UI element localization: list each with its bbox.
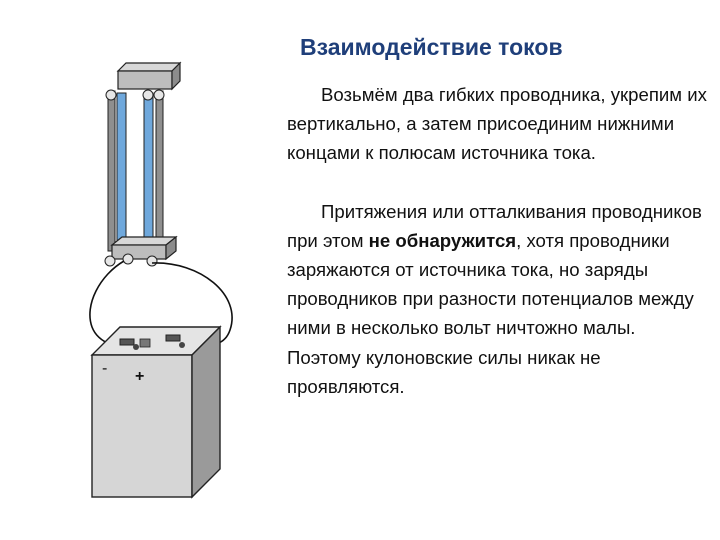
paragraph-2-emphasis: не обнаружится	[368, 229, 517, 251]
battery-plus-label: +	[135, 368, 144, 385]
battery-minus-label: -	[102, 360, 107, 377]
slide-title: Взаимодействие токов	[300, 34, 563, 60]
paragraph-2-end: , хотя проводники заряжаются от источник…	[287, 229, 694, 397]
bottom-holder	[104, 235, 178, 267]
paragraph-1: Возьмём два гибких проводника, укрепим и…	[287, 80, 707, 168]
conductors-battery-illustration: - +	[89, 61, 233, 499]
battery: - +	[90, 325, 222, 499]
paragraph-2: Притяжения или отталкивания проводников …	[287, 197, 707, 401]
slide-body: Возьмём два гибких проводника, укрепим и…	[287, 80, 707, 401]
paragraph-2-start: Притяжения или отталкивания проводников …	[287, 200, 702, 251]
top-holder	[116, 61, 182, 91]
conductors	[105, 89, 165, 252]
paragraph-1-text: Возьмём два гибких проводника, укрепим и…	[287, 84, 707, 164]
